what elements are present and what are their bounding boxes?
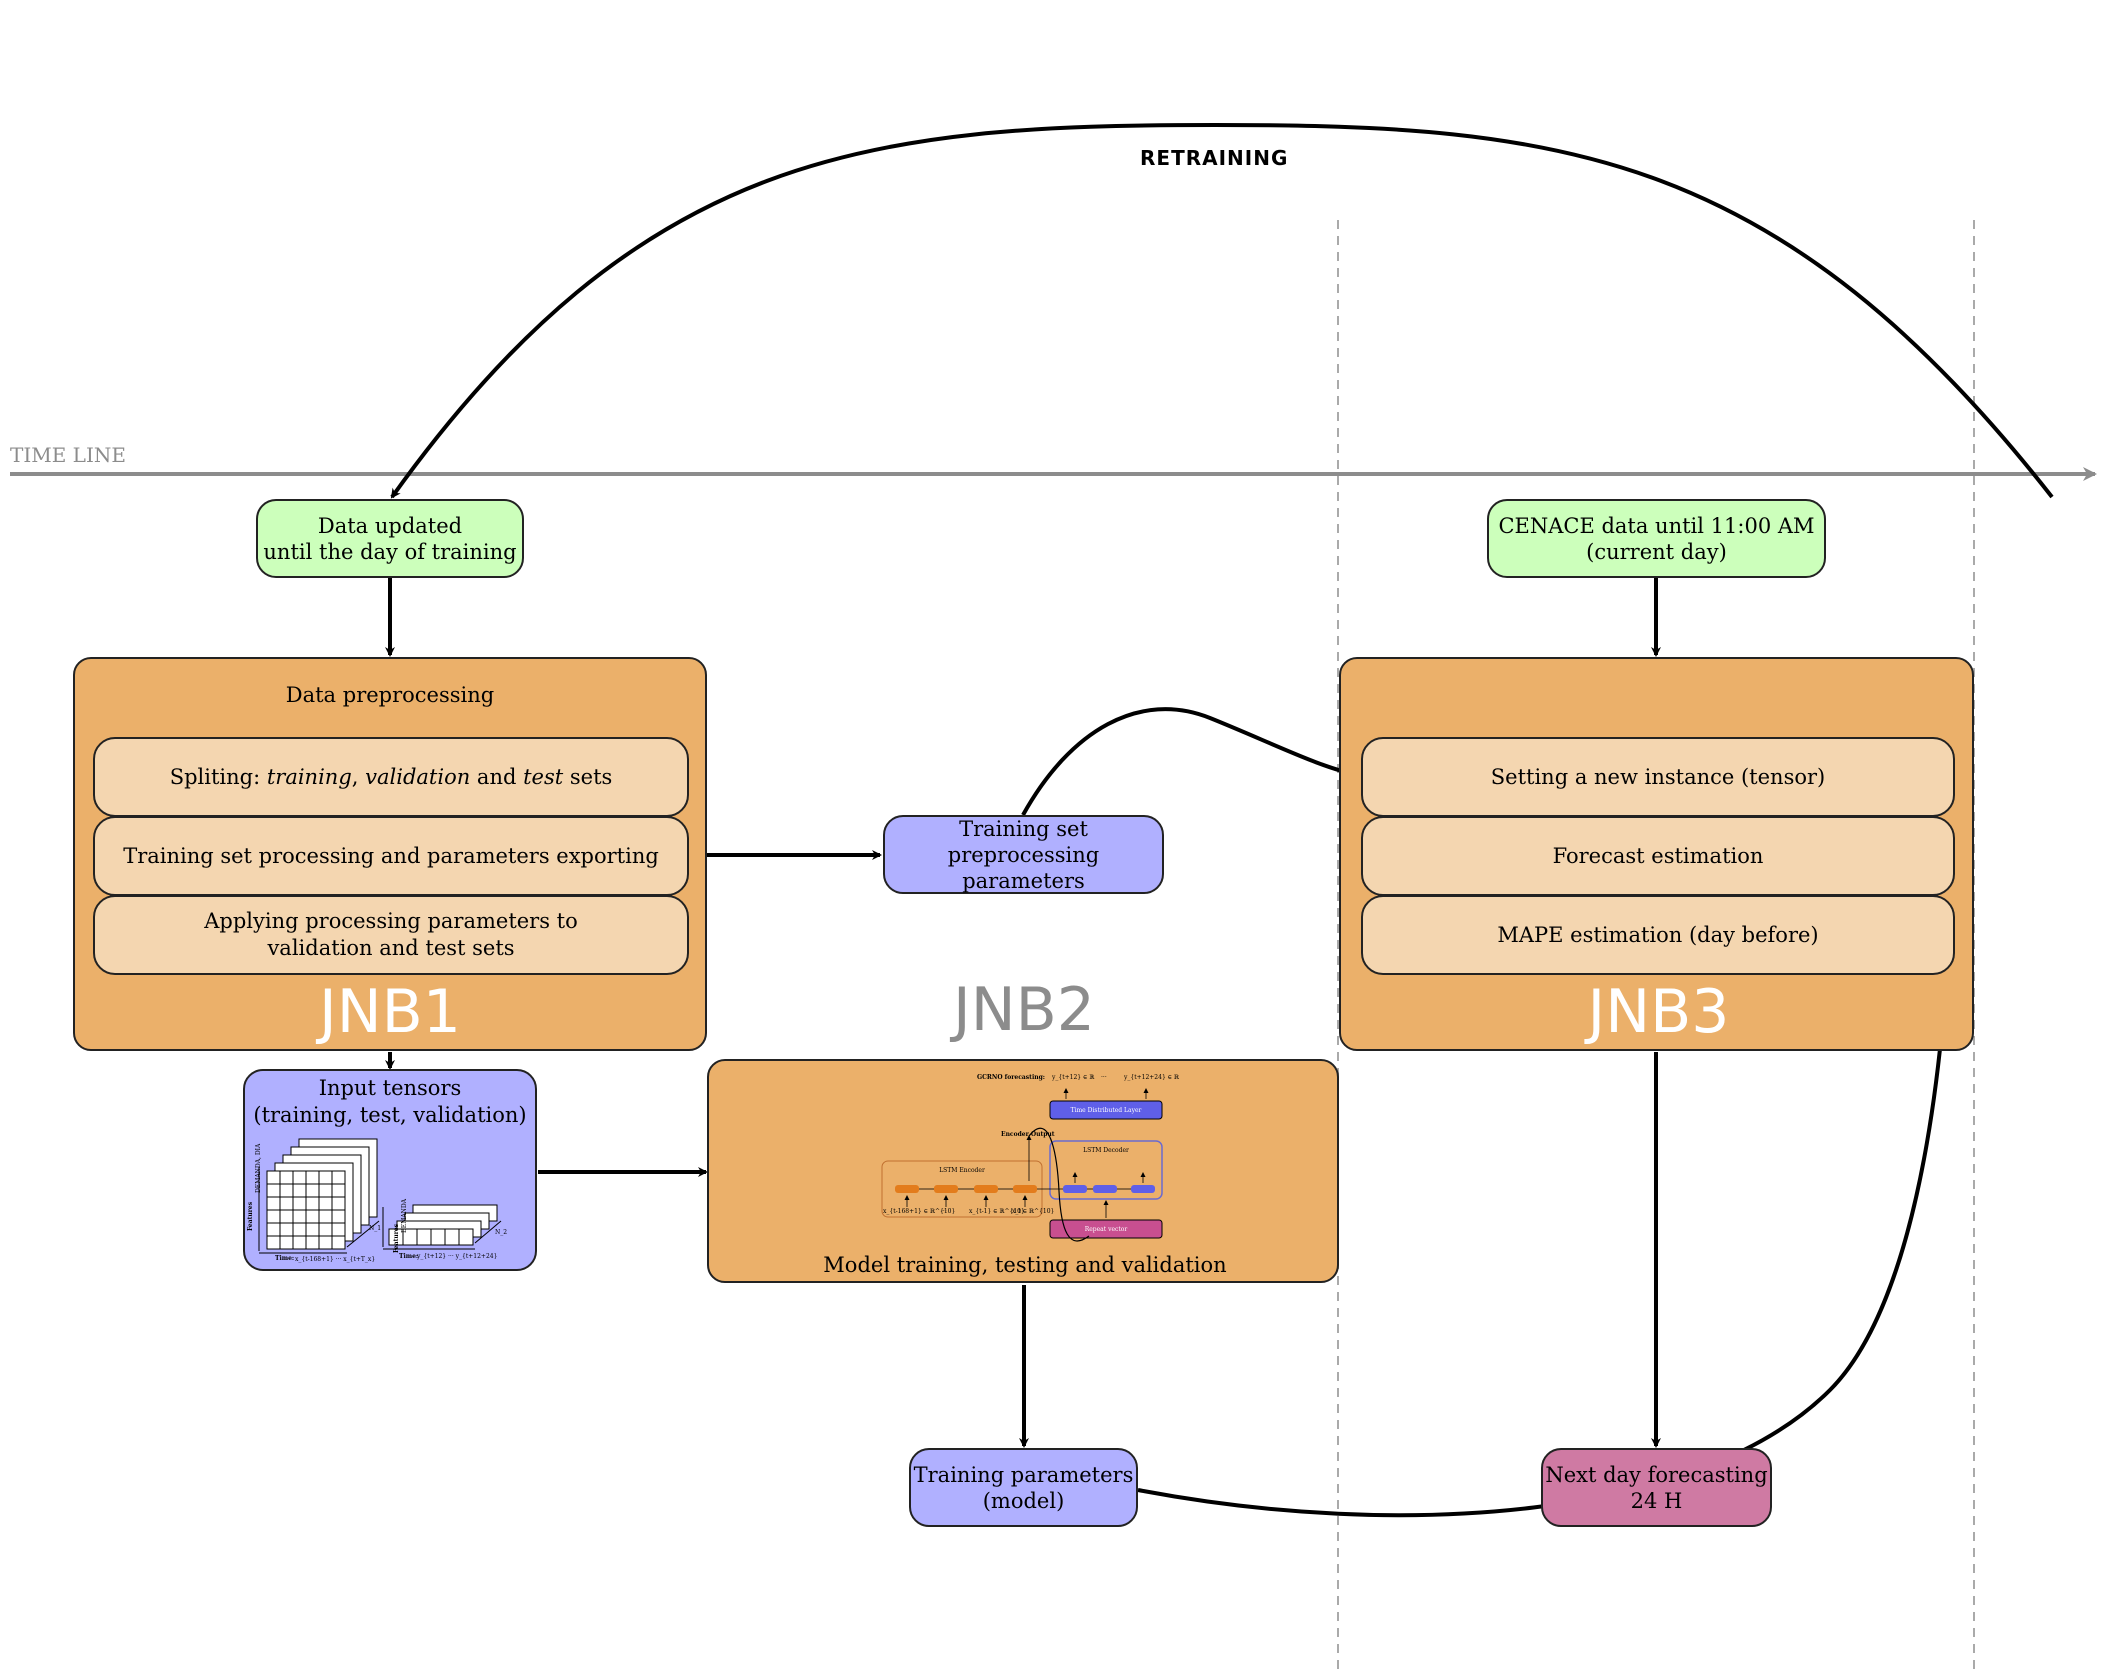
input-dots-label: ···: [941, 1208, 947, 1215]
input-last-label: x_t ∈ ℝ^{10}: [1012, 1208, 1055, 1215]
jnb1-panel: Data preprocessing Spliting: training , …: [73, 657, 707, 1051]
split-test: test: [523, 764, 564, 789]
decoder-cell: [1093, 1185, 1117, 1193]
right-tensor-depth: N_2: [495, 1229, 508, 1236]
input-tensors-title: Input tensors (training, test, validatio…: [253, 1076, 527, 1127]
jnb3-step-forecast: Forecast estimation: [1361, 816, 1955, 896]
split-and: and: [470, 764, 524, 789]
left-tensor-depth: N_1: [369, 1225, 382, 1232]
encoder-cell: [974, 1185, 998, 1193]
encoder-output-label: Encoder Output: [1001, 1131, 1055, 1138]
lstm-encoder-label: LSTM Encoder: [939, 1167, 985, 1174]
input-mid-label: x_{t-1} ∈ ℝ^{10}: [969, 1208, 1025, 1215]
output-first-label: y_{t+12} ∈ ℝ: [1052, 1074, 1095, 1081]
jnb1-step-applying: Applying processing parameters to valida…: [93, 895, 689, 975]
jnb1-step-split: Spliting: training , validation and test…: [93, 737, 689, 817]
jnb2-title: JNB2: [953, 975, 1095, 1045]
jnb1-source-box: Data updated until the day of training: [256, 499, 524, 578]
lstm-architecture-diagram: [881, 1088, 1163, 1242]
repeat-vector-box: [1049, 1219, 1163, 1239]
jnb2-panel: GCRNO forecasting: y_{t+12} ∈ ℝ ··· y_{t…: [707, 1059, 1339, 1283]
encoder-cell: [895, 1185, 919, 1193]
time-distributed-box: [1049, 1100, 1163, 1120]
decoder-cell: [1131, 1185, 1155, 1193]
output-dots-label: ···: [1101, 1074, 1107, 1081]
left-tensor-range: x_{t-168+1} ··· x_{t+T_x}: [295, 1256, 376, 1263]
encoder-cell: [934, 1185, 958, 1193]
split-prefix: Spliting:: [169, 764, 267, 789]
right-tensor-features: Features: [393, 1223, 400, 1253]
jnb2-caption: Model training, testing and validation: [823, 1253, 1227, 1277]
arrow-params-to-jnb3: [1021, 707, 1362, 816]
next-day-forecast-box: Next day forecasting 24 H: [1541, 1448, 1772, 1527]
split-training: training: [266, 764, 352, 789]
left-tensor-features: Features: [247, 1201, 254, 1231]
split-suffix: sets: [563, 764, 613, 789]
split-validation: validation: [365, 764, 471, 789]
decoder-cell: [1063, 1185, 1087, 1193]
right-tensor-ylabel: DEMANDA: [401, 1198, 408, 1233]
input-first-label: x_{t-168+1} ∈ ℝ^{10}: [883, 1208, 956, 1215]
timeline-label: TIME LINE: [10, 443, 126, 467]
retraining-arc: [390, 122, 2054, 499]
encoder-output-curve: [1028, 1127, 1090, 1242]
encoder-cell: [1013, 1185, 1037, 1193]
jnb3-panel: Setting a new instance (tensor) Forecast…: [1339, 657, 1974, 1051]
right-tensor-time: Time:: [399, 1253, 419, 1260]
output-last-label: y_{t+12+24} ∈ ℝ: [1124, 1074, 1180, 1081]
lstm-decoder-label: LSTM Decoder: [1083, 1147, 1129, 1154]
repeat-vector-label: Repeat vector: [1084, 1226, 1128, 1233]
right-tensor-range: y_{t+12} ··· y_{t+12+24}: [417, 1253, 498, 1260]
jnb3-title: JNB3: [1587, 977, 1730, 1047]
left-tensor-time: Time:: [275, 1255, 295, 1262]
model-params-box: Training parameters (model): [909, 1448, 1138, 1527]
left-tensor-ylabel: DEMANDA, DIA: [255, 1143, 262, 1193]
input-tensors-box: Input tensors (training, test, validatio…: [243, 1069, 537, 1271]
split-sep: ,: [351, 764, 366, 789]
cenace-source-box: CENACE data until 11:00 AM (current day): [1487, 499, 1826, 578]
arrow-model-to-forecast: [1137, 830, 1957, 1518]
jnb3-step-instance: Setting a new instance (tensor): [1361, 737, 1955, 817]
time-distributed-label: Time Distributed Layer: [1070, 1107, 1142, 1114]
jnb1-step-processing: Training set processing and parameters e…: [93, 816, 689, 896]
jnb3-step-mape: MAPE estimation (day before): [1361, 895, 1955, 975]
lstm-decoder-box: [1049, 1140, 1163, 1200]
retraining-label: RETRAINING: [1140, 146, 1289, 170]
jnb1-title: JNB1: [319, 977, 461, 1047]
preprocessing-params-box: Training set preprocessing parameters: [883, 815, 1164, 894]
gcrno-forecasting-label: GCRNO forecasting:: [977, 1074, 1045, 1081]
jnb1-header: Data preprocessing: [285, 683, 495, 707]
tensor-illustration: [258, 1138, 502, 1254]
